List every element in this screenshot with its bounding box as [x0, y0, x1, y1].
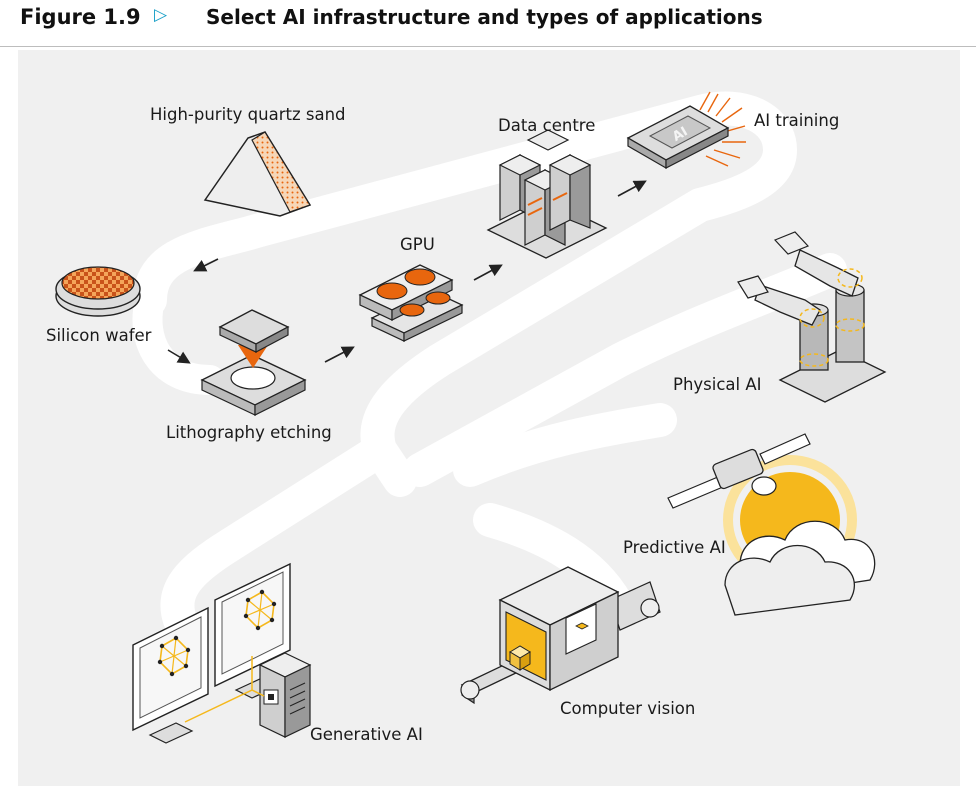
label-predictive: Predictive AI: [623, 538, 726, 557]
figure-header: Figure 1.9 ▷ Select AI infrastructure an…: [0, 0, 976, 47]
silicon-wafer-icon: [55, 266, 141, 317]
label-quartz: High-purity quartz sand: [150, 105, 346, 124]
physical-ai-robot-icon: [737, 231, 887, 403]
label-physical: Physical AI: [673, 375, 762, 394]
quartz-sand-icon: [203, 131, 312, 217]
label-vision: Computer vision: [560, 699, 695, 718]
computer-vision-scanner-icon: [460, 566, 661, 705]
label-training: AI training: [754, 111, 839, 130]
gpu-icon: [358, 264, 464, 342]
chip-text: AI: [670, 124, 690, 144]
arrow-gpu-to-datacentre: [473, 264, 503, 281]
arrow-quartz-to-wafer: [193, 258, 219, 272]
arrow-litho-to-gpu: [324, 346, 355, 363]
arrow-wafer-to-litho: [167, 349, 191, 364]
figure-label: Figure 1.9: [20, 5, 141, 29]
label-generative: Generative AI: [310, 725, 423, 744]
figure-arrow-icon: ▷: [154, 5, 168, 25]
lithography-icon: [200, 309, 307, 416]
label-datacentre: Data centre: [498, 116, 595, 135]
generative-ai-computers-icon: [132, 562, 312, 744]
ai-training-chip-icon: AI: [626, 91, 746, 170]
label-litho: Lithography etching: [166, 423, 332, 442]
data-centre-icon: [486, 129, 608, 259]
diagram-canvas: High-purity quartz sand Silicon wafer Li…: [18, 50, 960, 786]
road-path: [132, 91, 847, 637]
label-gpu: GPU: [400, 235, 435, 254]
arrow-datacentre-to-training: [617, 180, 647, 197]
figure-title: Select AI infrastructure and types of ap…: [206, 5, 763, 29]
diagram-svg: High-purity quartz sand Silicon wafer Li…: [46, 91, 887, 744]
predictive-ai-satellite-icon: [667, 433, 876, 616]
label-wafer: Silicon wafer: [46, 326, 152, 345]
